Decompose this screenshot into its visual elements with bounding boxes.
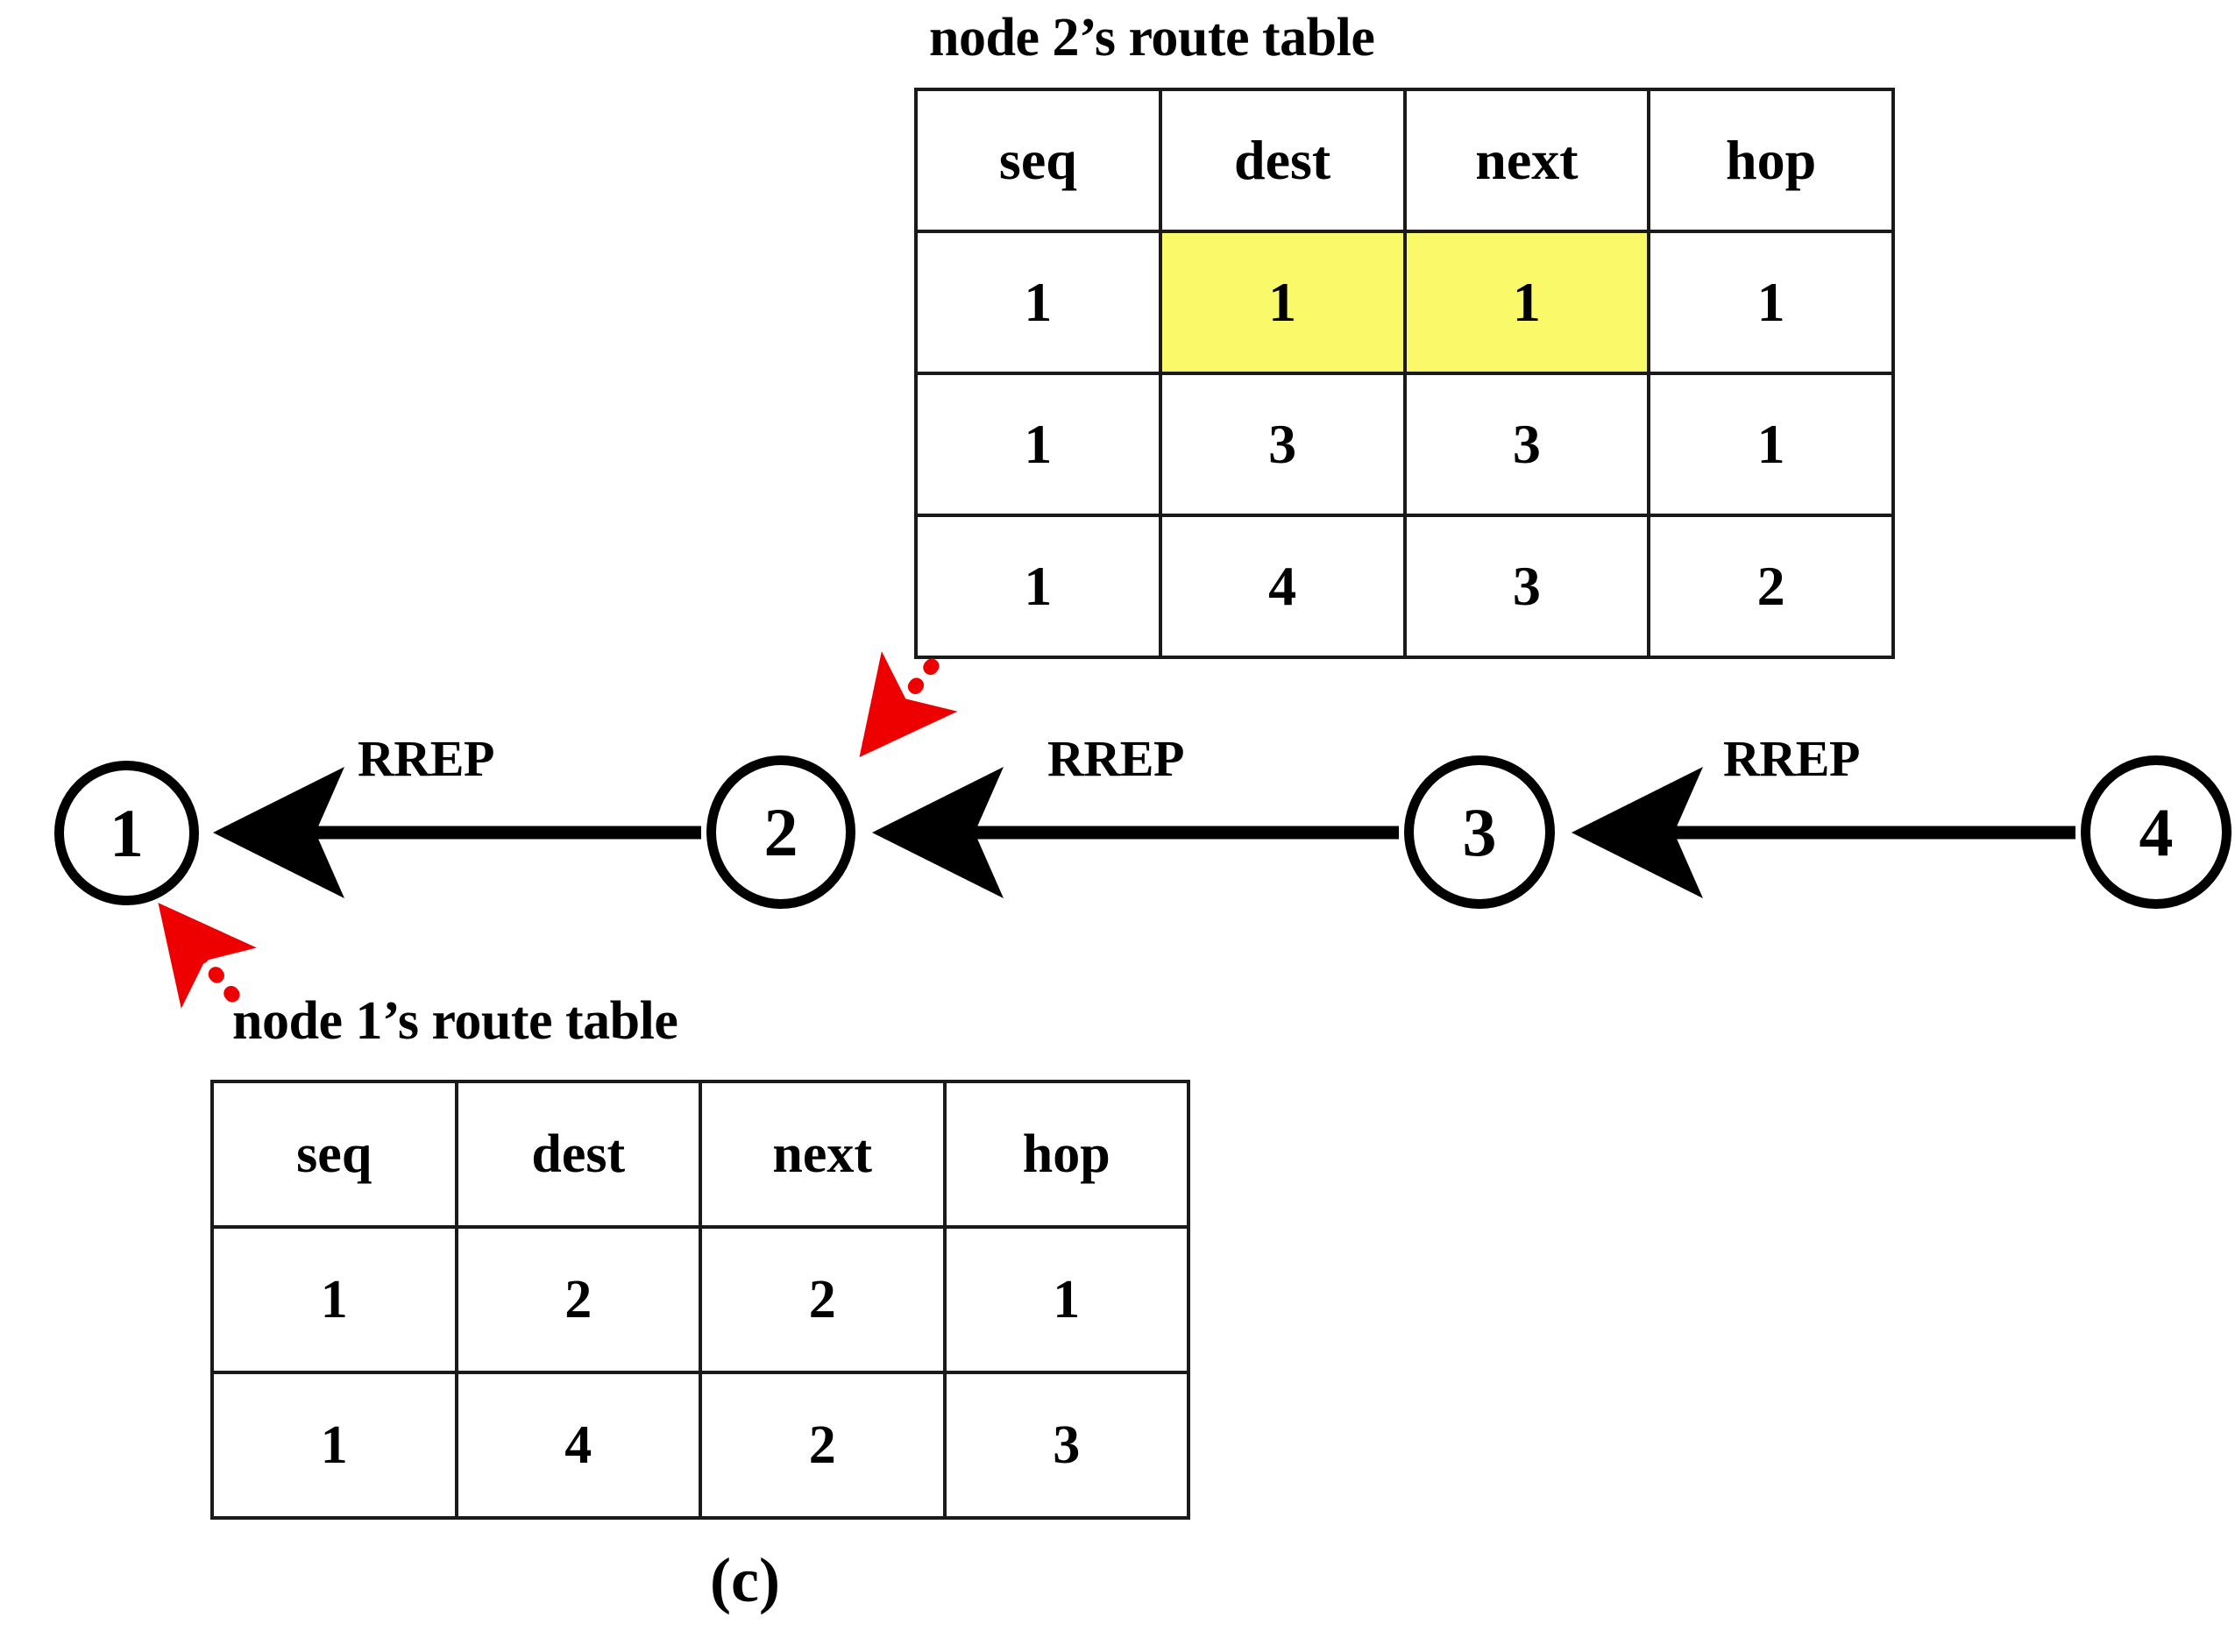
table-row: 1 1 1 1	[914, 230, 1895, 375]
node-circle-1: 1	[54, 761, 199, 905]
node1-route-table-title: node 1’s route table	[232, 991, 678, 1051]
cell-seq: 1	[210, 1371, 458, 1520]
cell-seq: 1	[914, 514, 1162, 659]
link-label-4-to-3: RREP	[1723, 730, 1860, 787]
cell-hop: 2	[1647, 514, 1895, 659]
table-row: 1 4 3 2	[914, 514, 1895, 659]
link-label-3-to-2: RREP	[1047, 730, 1184, 787]
cell-next: 1	[1402, 230, 1651, 375]
column-header-hop: hop	[1647, 88, 1895, 233]
link-label-2-to-1: RREP	[358, 730, 494, 787]
cell-next: 2	[699, 1225, 947, 1374]
column-header-seq: seq	[914, 88, 1162, 233]
cell-next: 3	[1402, 372, 1651, 517]
cell-next: 3	[1402, 514, 1651, 659]
cell-hop: 1	[942, 1225, 1190, 1374]
column-header-next: next	[699, 1080, 947, 1229]
table-row: 1 3 3 1	[914, 372, 1895, 517]
cell-hop: 1	[1647, 372, 1895, 517]
cell-seq: 1	[914, 230, 1162, 375]
cell-hop: 1	[1647, 230, 1895, 375]
cell-dest: 4	[454, 1371, 702, 1520]
node-circle-2: 2	[706, 755, 855, 909]
figure-caption: (c)	[710, 1545, 780, 1615]
node-circle-3: 3	[1404, 755, 1555, 909]
node2-route-table-title: node 2’s route table	[929, 8, 1375, 67]
column-header-dest: dest	[1158, 88, 1407, 233]
cell-hop: 3	[942, 1371, 1190, 1520]
cell-dest: 4	[1158, 514, 1407, 659]
column-header-next: next	[1402, 88, 1651, 233]
table-row: 1 2 2 1	[210, 1225, 1190, 1374]
table-header-row: seq dest next hop	[210, 1080, 1190, 1229]
column-header-seq: seq	[210, 1080, 458, 1229]
annotation-arrow-to-node-2	[859, 651, 958, 757]
cell-next: 2	[699, 1371, 947, 1520]
column-header-hop: hop	[942, 1080, 1190, 1229]
cell-seq: 1	[210, 1225, 458, 1374]
node1-route-table: seq dest next hop 1 2 2 1 1 4 2 3	[210, 1080, 1190, 1520]
cell-dest: 3	[1158, 372, 1407, 517]
table-header-row: seq dest next hop	[914, 88, 1895, 233]
cell-seq: 1	[914, 372, 1162, 517]
node2-route-table: seq dest next hop 1 1 1 1 1 3 3 1 1 4 3	[914, 88, 1895, 659]
column-header-dest: dest	[454, 1080, 702, 1229]
table-row: 1 4 2 3	[210, 1371, 1190, 1520]
annotation-arrow-to-node-1	[158, 903, 257, 1009]
cell-dest: 1	[1158, 230, 1407, 375]
node-circle-4: 4	[2081, 755, 2231, 909]
cell-dest: 2	[454, 1225, 702, 1374]
